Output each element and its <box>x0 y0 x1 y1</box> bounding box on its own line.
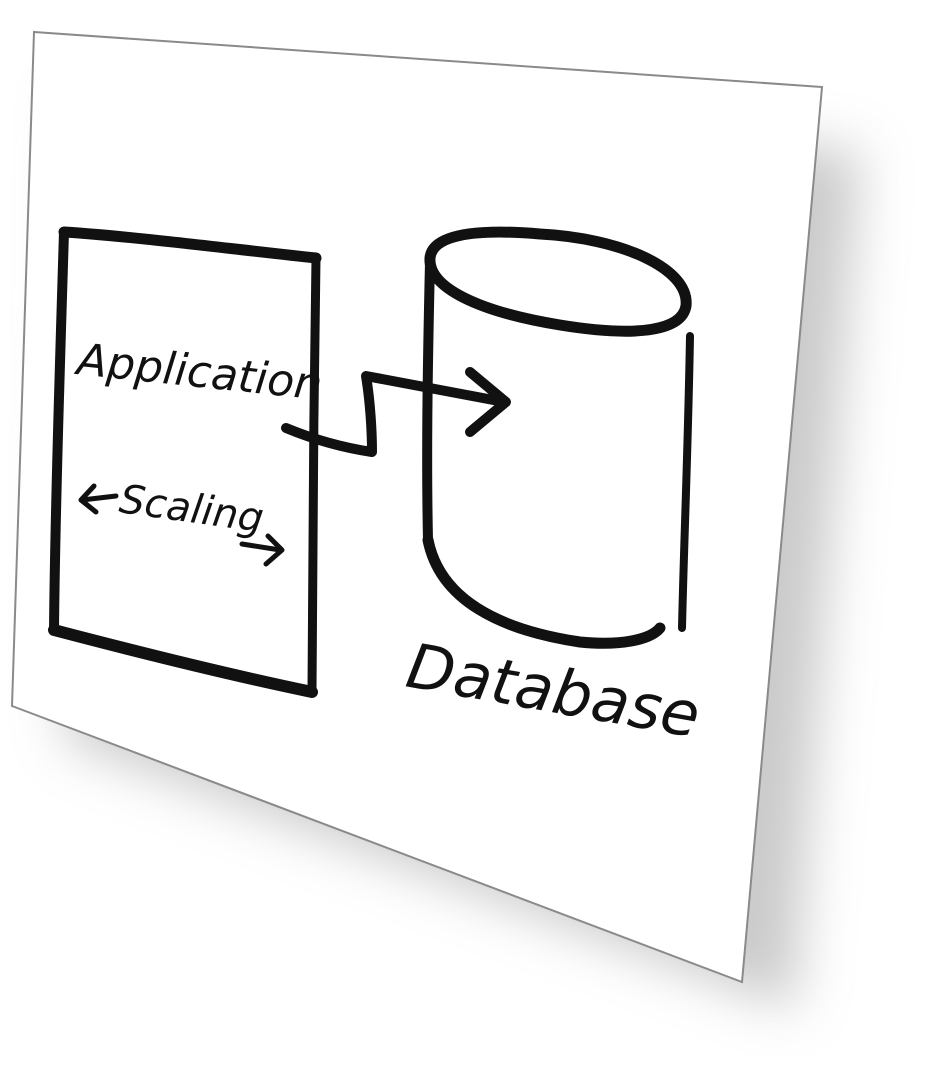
database-top-ellipse <box>424 226 692 337</box>
diagram-ink <box>48 226 694 698</box>
database-bottom-curve <box>422 534 666 649</box>
scaling-arrows <box>78 483 285 567</box>
database-cylinder <box>422 226 694 649</box>
connector-arrow <box>281 367 511 457</box>
whiteboard-card <box>10 30 824 984</box>
application-box <box>48 226 322 698</box>
